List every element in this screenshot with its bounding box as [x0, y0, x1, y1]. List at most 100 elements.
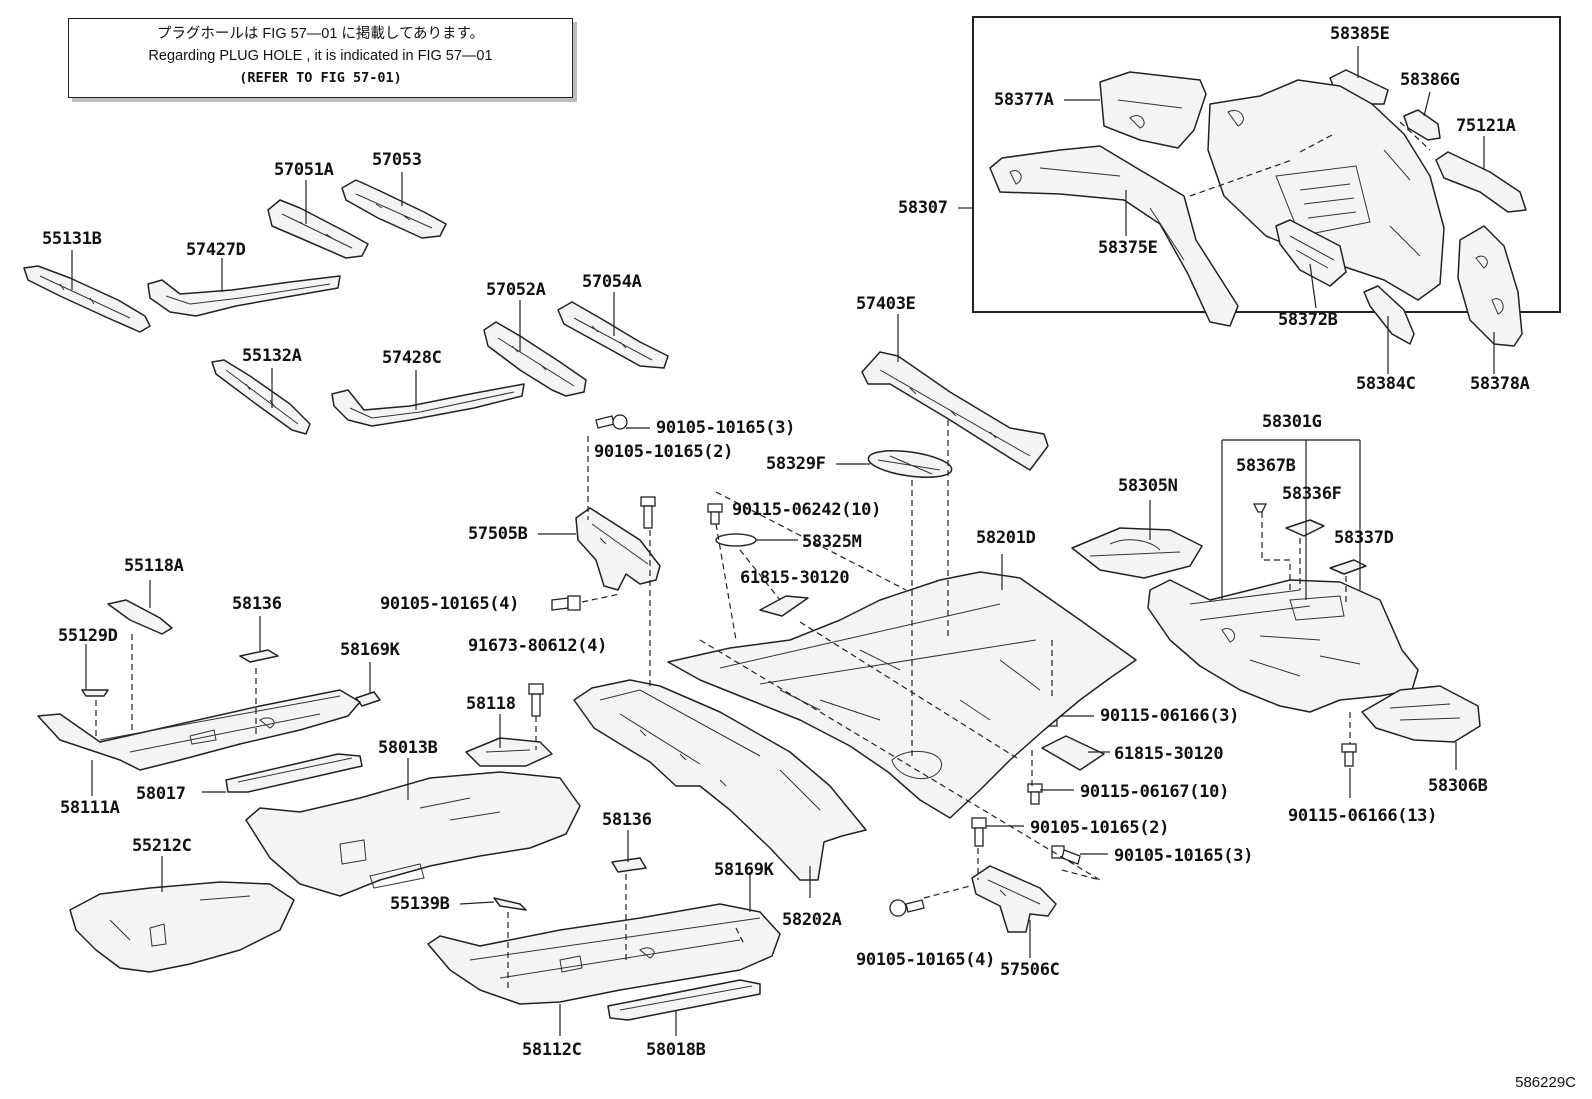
label-55129D: 55129D: [58, 626, 118, 646]
label-bolt-90105-10165-3a: 90105-10165(3): [656, 418, 796, 438]
label-58017: 58017: [136, 784, 186, 804]
label-57428C: 57428C: [382, 348, 442, 368]
label-57403E: 57403E: [856, 294, 916, 314]
part-57505B-drawing: [575, 507, 661, 591]
label-55131B: 55131B: [42, 229, 102, 249]
clip-icon-58367B: [1252, 503, 1268, 513]
label-58329F: 58329F: [766, 454, 826, 474]
part-58329F-drawing: [867, 450, 953, 478]
bolt-icon-90105-4a: [551, 595, 581, 611]
notice-english: Regarding PLUG HOLE , it is indicated in…: [148, 48, 493, 64]
part-58136a-drawing: [239, 649, 279, 663]
part-58325M-drawing: [715, 533, 757, 547]
bolt-icon-90105-4b: [889, 899, 925, 917]
label-58301G: 58301G: [1262, 412, 1322, 432]
label-58336F: 58336F: [1282, 484, 1342, 504]
part-57054A-drawing: [557, 301, 669, 369]
part-58375E-drawing: [989, 145, 1239, 327]
part-58111A-floor-drawing: [37, 689, 361, 771]
label-58201D: 58201D: [976, 528, 1036, 548]
part-58305N-drawing: [1071, 527, 1203, 579]
label-58337D: 58337D: [1334, 528, 1394, 548]
part-57052A-drawing: [483, 321, 587, 397]
label-58169K-a: 58169K: [340, 640, 400, 660]
quarter-panel-inset-frame: [972, 16, 1561, 313]
part-58017-drawing: [225, 753, 363, 793]
label-bolt-91673-80612: 91673-80612(4): [468, 636, 608, 656]
part-61815-plug-a-drawing: [759, 595, 809, 617]
part-58306B-drawing: [1361, 685, 1481, 743]
part-58118-drawing: [465, 737, 553, 767]
part-58337D-drawing: [1329, 559, 1367, 575]
label-57427D: 57427D: [186, 240, 246, 260]
label-58375E: 58375E: [1098, 238, 1158, 258]
label-bolt-90115-06166-13: 90115-06166(13): [1288, 806, 1438, 826]
part-55129D-drawing: [81, 689, 109, 697]
label-58112C: 58112C: [522, 1040, 582, 1060]
bolt-icon-90115-06166-13: [1341, 743, 1357, 767]
label-58305N: 58305N: [1118, 476, 1178, 496]
part-58202A-tunnel-drawing: [573, 679, 867, 881]
bolt-icon-91673: [528, 683, 544, 717]
bolt-icon-90115-06167: [1027, 783, 1043, 805]
label-58136-b: 58136: [602, 810, 652, 830]
label-58385E: 58385E: [1330, 24, 1390, 44]
part-58112C-floor-drawing: [427, 903, 781, 1005]
label-58136-a: 58136: [232, 594, 282, 614]
part-55131B-drawing: [23, 265, 151, 333]
part-58136b-drawing: [611, 857, 647, 873]
diagram-code: 586229C: [1515, 1074, 1576, 1091]
label-bolt-90105-10165-2a: 90105-10165(2): [594, 442, 734, 462]
assembly-dashed-lines: [95, 420, 1351, 990]
part-57053-drawing: [341, 179, 447, 239]
part-55139B-drawing: [493, 897, 527, 911]
label-55139B: 55139B: [390, 894, 450, 914]
bolt-icon-90115-06242: [707, 503, 723, 525]
label-58386G: 58386G: [1400, 70, 1460, 90]
part-58018B-drawing: [607, 979, 761, 1021]
label-58377A: 58377A: [994, 90, 1054, 110]
leader-lines: [71, 46, 1495, 1036]
bolt-icon-90105-2a: [640, 496, 656, 529]
plug-hole-notice: プラグホールは FIG 57―01 に掲載してあります。 Regarding P…: [68, 18, 573, 98]
label-58378A: 58378A: [1470, 374, 1530, 394]
part-57427D-drawing: [147, 275, 341, 317]
label-57051A: 57051A: [274, 160, 334, 180]
part-57428C-drawing: [331, 383, 525, 427]
label-55132A: 55132A: [242, 346, 302, 366]
label-58013B: 58013B: [378, 738, 438, 758]
part-58378A-drawing: [1457, 225, 1523, 347]
part-55212C-silencer-drawing: [69, 881, 295, 973]
part-58013B-silencer-drawing: [245, 771, 581, 897]
part-57051A-drawing: [267, 199, 369, 259]
bolt-icon-90105-3b: [1051, 845, 1081, 865]
label-57505B: 57505B: [468, 524, 528, 544]
label-75121A: 75121A: [1456, 116, 1516, 136]
label-bolt-90105-10165-4a: 90105-10165(4): [380, 594, 520, 614]
label-58202A: 58202A: [782, 910, 842, 930]
bolt-icon-90105-2b: [971, 817, 987, 847]
label-58306B: 58306B: [1428, 776, 1488, 796]
label-57053: 57053: [372, 150, 422, 170]
label-58111A: 58111A: [60, 798, 120, 818]
label-57506C: 57506C: [1000, 960, 1060, 980]
label-bolt-90115-06242: 90115-06242(10): [732, 500, 882, 520]
label-bolt-90105-10165-4b: 90105-10165(4): [856, 950, 996, 970]
part-55118A-drawing: [107, 599, 173, 635]
label-55212C: 55212C: [132, 836, 192, 856]
part-58336F-drawing: [1285, 519, 1325, 537]
notice-reference: (REFER TO FIG 57-01): [239, 70, 402, 86]
label-61815-30120-b: 61815-30120: [1114, 744, 1224, 764]
label-58384C: 58384C: [1356, 374, 1416, 394]
part-58377A-drawing: [1099, 71, 1207, 149]
part-57506C-drawing: [971, 865, 1057, 933]
inset-dashed-guides: [1189, 121, 1431, 197]
part-58386G-drawing: [1403, 109, 1441, 141]
part-58372B-drawing: [1275, 219, 1347, 287]
label-61815-30120-a: 61815-30120: [740, 568, 850, 588]
label-58367B: 58367B: [1236, 456, 1296, 476]
part-58169Ka-drawing: [355, 691, 381, 707]
label-bolt-90105-10165-2b: 90105-10165(2): [1030, 818, 1170, 838]
